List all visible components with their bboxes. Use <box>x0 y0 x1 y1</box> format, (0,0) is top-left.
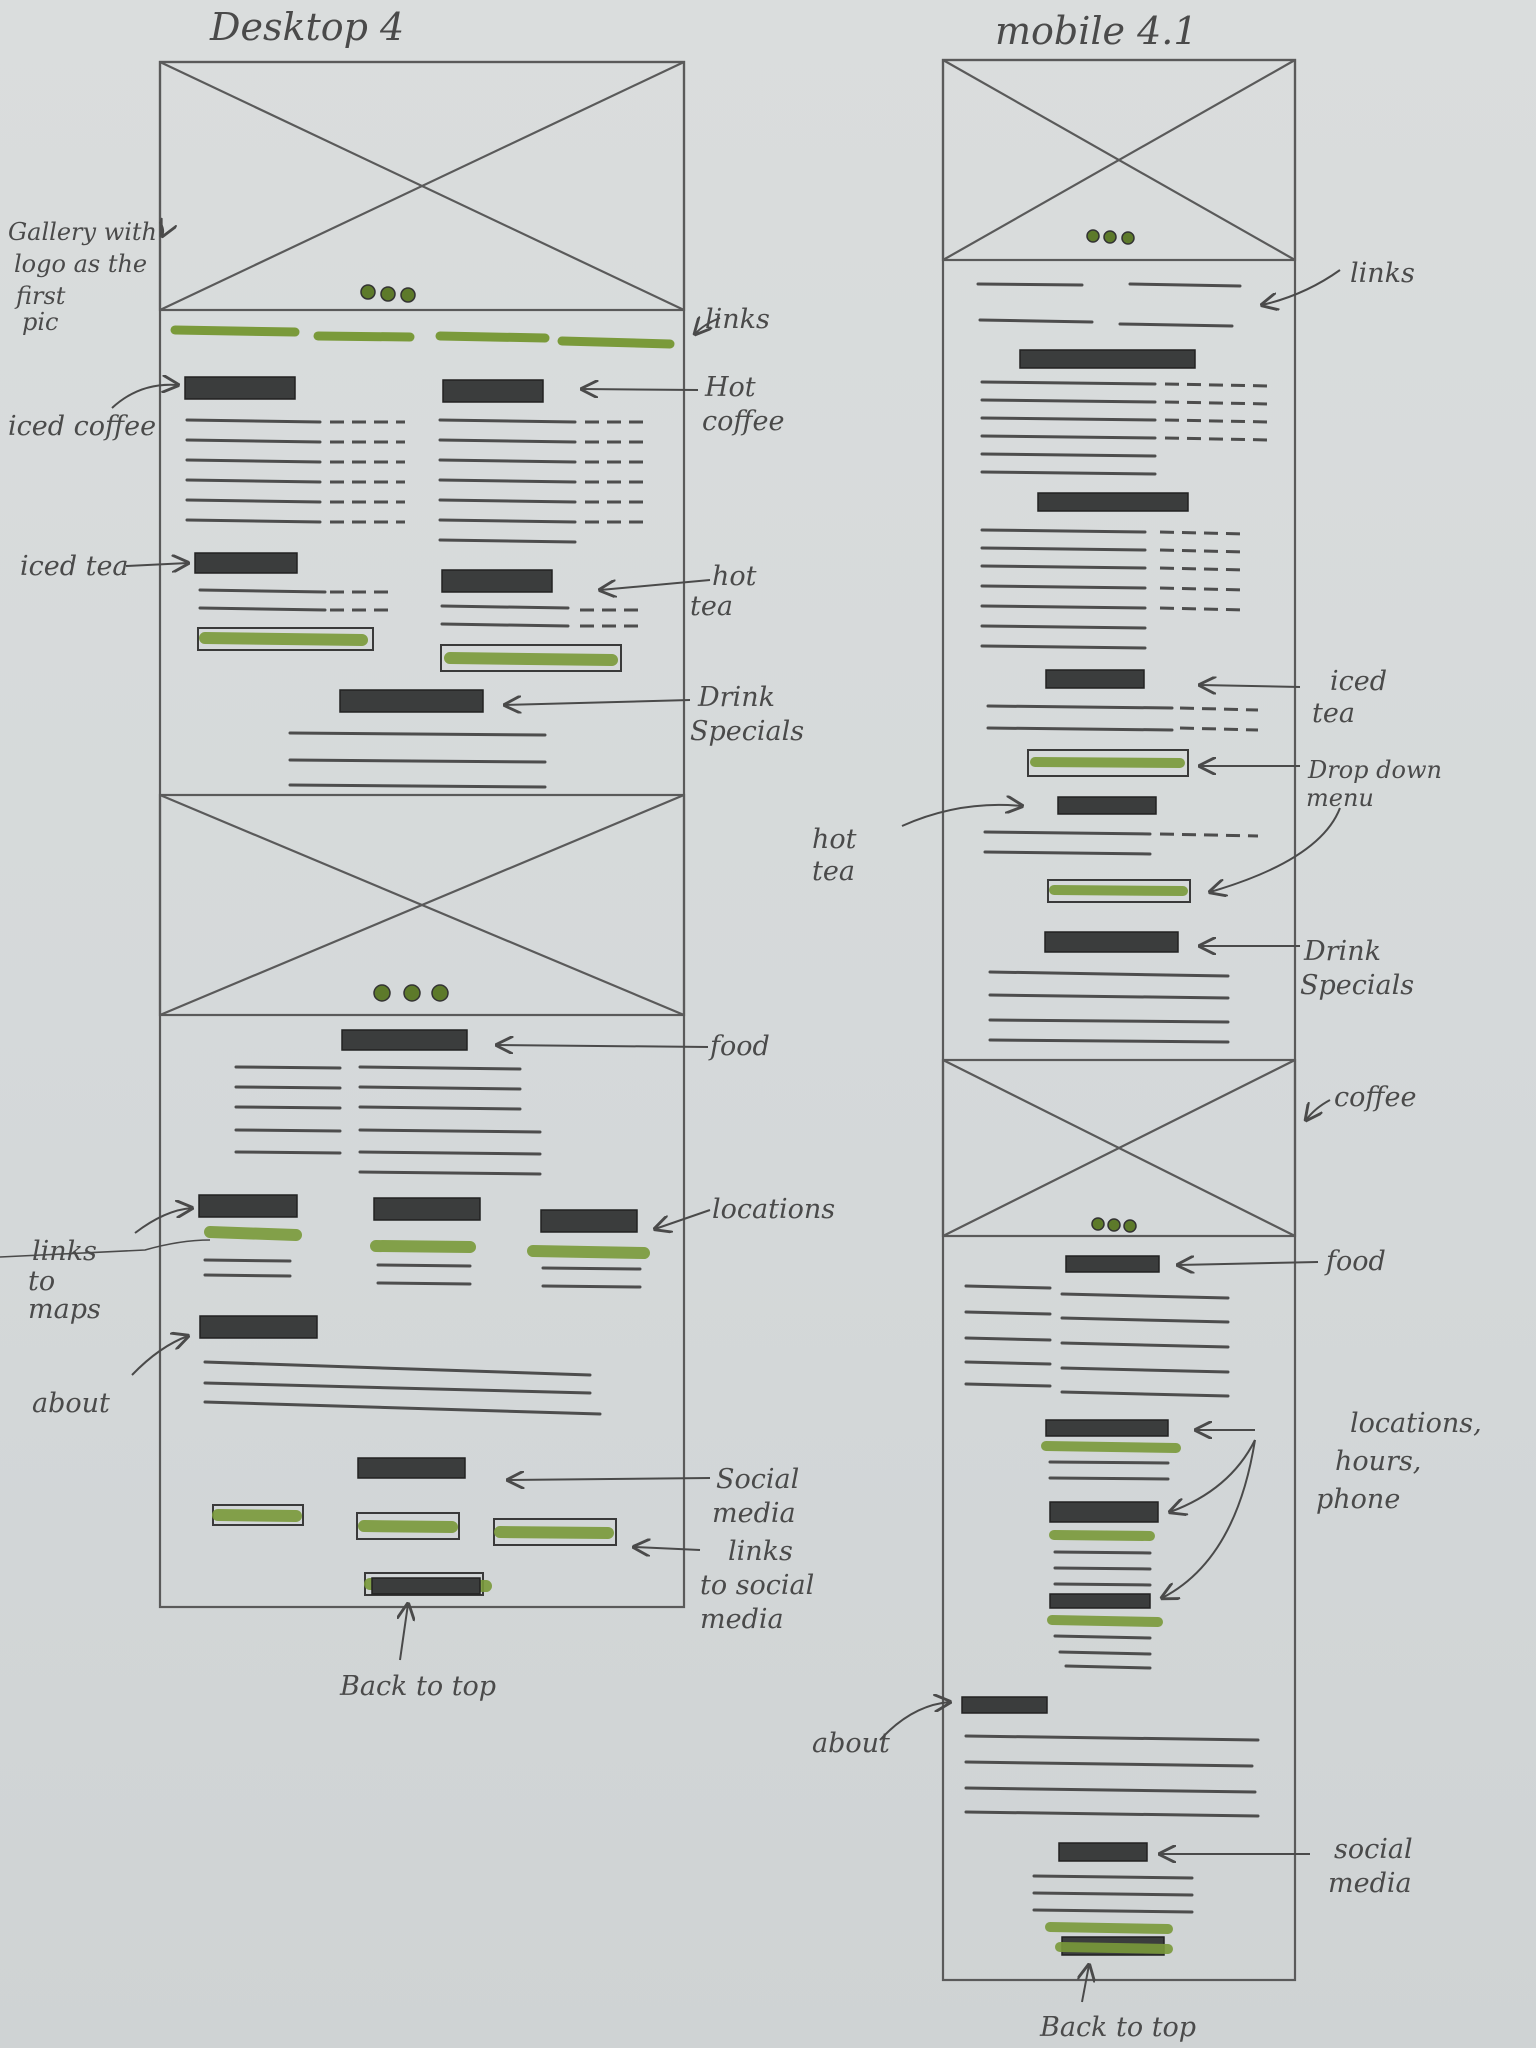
label-gallery-3: first <box>14 282 66 310</box>
label-iced-coffee: iced coffee <box>8 411 156 442</box>
label-links-to-social-1: links <box>728 1536 793 1567</box>
mobile-carousel-dots <box>1086 229 1137 1233</box>
desktop-back-to-top-block <box>371 1577 481 1595</box>
label-hot-coffee-1: Hot <box>704 372 756 403</box>
desktop-image-placeholder <box>158 793 686 1017</box>
mobile-label-iced-tea-1: iced <box>1330 666 1387 697</box>
desktop-title: Desktop 4 <box>209 5 404 49</box>
mobile-image-placeholder <box>941 1058 1297 1238</box>
desktop-heading-blocks <box>184 376 638 1479</box>
maps-leader-line <box>0 1239 211 1258</box>
mobile-labels: mobile 4.1 links iced tea Drop down menu… <box>812 9 1482 2043</box>
desktop-dashed-lines <box>330 420 650 628</box>
mobile-label-hot-tea-2: tea <box>812 856 855 887</box>
label-hot-tea-1: hot <box>712 561 757 592</box>
label-gallery-4: pic <box>22 308 58 336</box>
label-locations: locations <box>712 1194 835 1225</box>
desktop-frame <box>158 60 686 1609</box>
label-drink-specials-2: Specials <box>690 716 804 747</box>
mobile-label-about: about <box>812 1728 890 1759</box>
mobile-label-social-media-1: social <box>1334 1834 1413 1865</box>
mobile-heading-blocks <box>961 349 1196 1956</box>
label-links-to-maps-3: maps <box>28 1294 101 1325</box>
mobile-green-fills <box>1030 757 1188 1954</box>
label-links: links <box>705 304 770 335</box>
label-hot-coffee-2: coffee <box>702 406 784 437</box>
label-links-to-social-3: media <box>700 1604 784 1635</box>
mobile-label-locations-1: locations, <box>1350 1408 1482 1439</box>
mobile-label-links: links <box>1350 258 1415 289</box>
label-food: food <box>708 1031 770 1062</box>
desktop-nav-links <box>170 325 675 349</box>
label-iced-tea: iced tea <box>20 551 129 582</box>
label-links-to-maps-2: to <box>28 1266 55 1297</box>
mobile-label-iced-tea-2: tea <box>1312 698 1355 729</box>
label-social-media-2: media <box>712 1498 796 1529</box>
mobile-label-hot-tea-1: hot <box>812 824 857 855</box>
label-links-to-social-2: to social <box>700 1570 814 1601</box>
mobile-label-coffee: coffee <box>1334 1082 1416 1113</box>
mobile-label-drop-down-2: menu <box>1306 784 1374 812</box>
mobile-label-locations-3: phone <box>1316 1484 1400 1515</box>
mobile-hero-placeholder <box>941 58 1297 262</box>
annotation-arrows <box>111 222 1341 2003</box>
desktop-carousel-dots <box>360 284 449 1002</box>
label-about: about <box>32 1388 110 1419</box>
mobile-title: mobile 4.1 <box>995 9 1198 53</box>
desktop-hero-placeholder <box>158 60 686 312</box>
mobile-wireframe <box>941 58 1297 1982</box>
mobile-label-drop-down-1: Drop down <box>1307 756 1442 784</box>
mobile-dropdown-blocks <box>1027 749 1191 903</box>
mobile-label-drink-specials-2: Specials <box>1300 970 1414 1001</box>
mobile-label-locations-2: hours, <box>1335 1446 1421 1477</box>
label-back-to-top: Back to top <box>339 1671 496 1702</box>
label-gallery-2: logo as the <box>14 250 147 278</box>
desktop-text-lines <box>185 418 642 1416</box>
label-social-media-1: Social <box>716 1464 799 1495</box>
desktop-labels: Desktop 4 Gallery with logo as the first… <box>8 5 835 1702</box>
desktop-wireframe <box>158 60 686 1609</box>
mobile-label-back-to-top: Back to top <box>1039 2012 1196 2043</box>
label-links-to-maps-1: links <box>32 1236 97 1267</box>
mobile-dashed-lines <box>1159 382 1271 838</box>
mobile-label-social-media-2: media <box>1328 1868 1412 1899</box>
mobile-label-food: food <box>1324 1246 1386 1277</box>
mobile-label-drink-specials-1: Drink <box>1303 936 1381 967</box>
label-gallery-1: Gallery with <box>8 218 157 246</box>
desktop-green-fills <box>199 632 650 1592</box>
label-hot-tea-2: tea <box>690 591 733 622</box>
desktop-dropdown-blocks <box>197 627 622 1596</box>
mobile-text-lines <box>964 282 1260 1914</box>
label-drink-specials-1: Drink <box>697 682 775 713</box>
